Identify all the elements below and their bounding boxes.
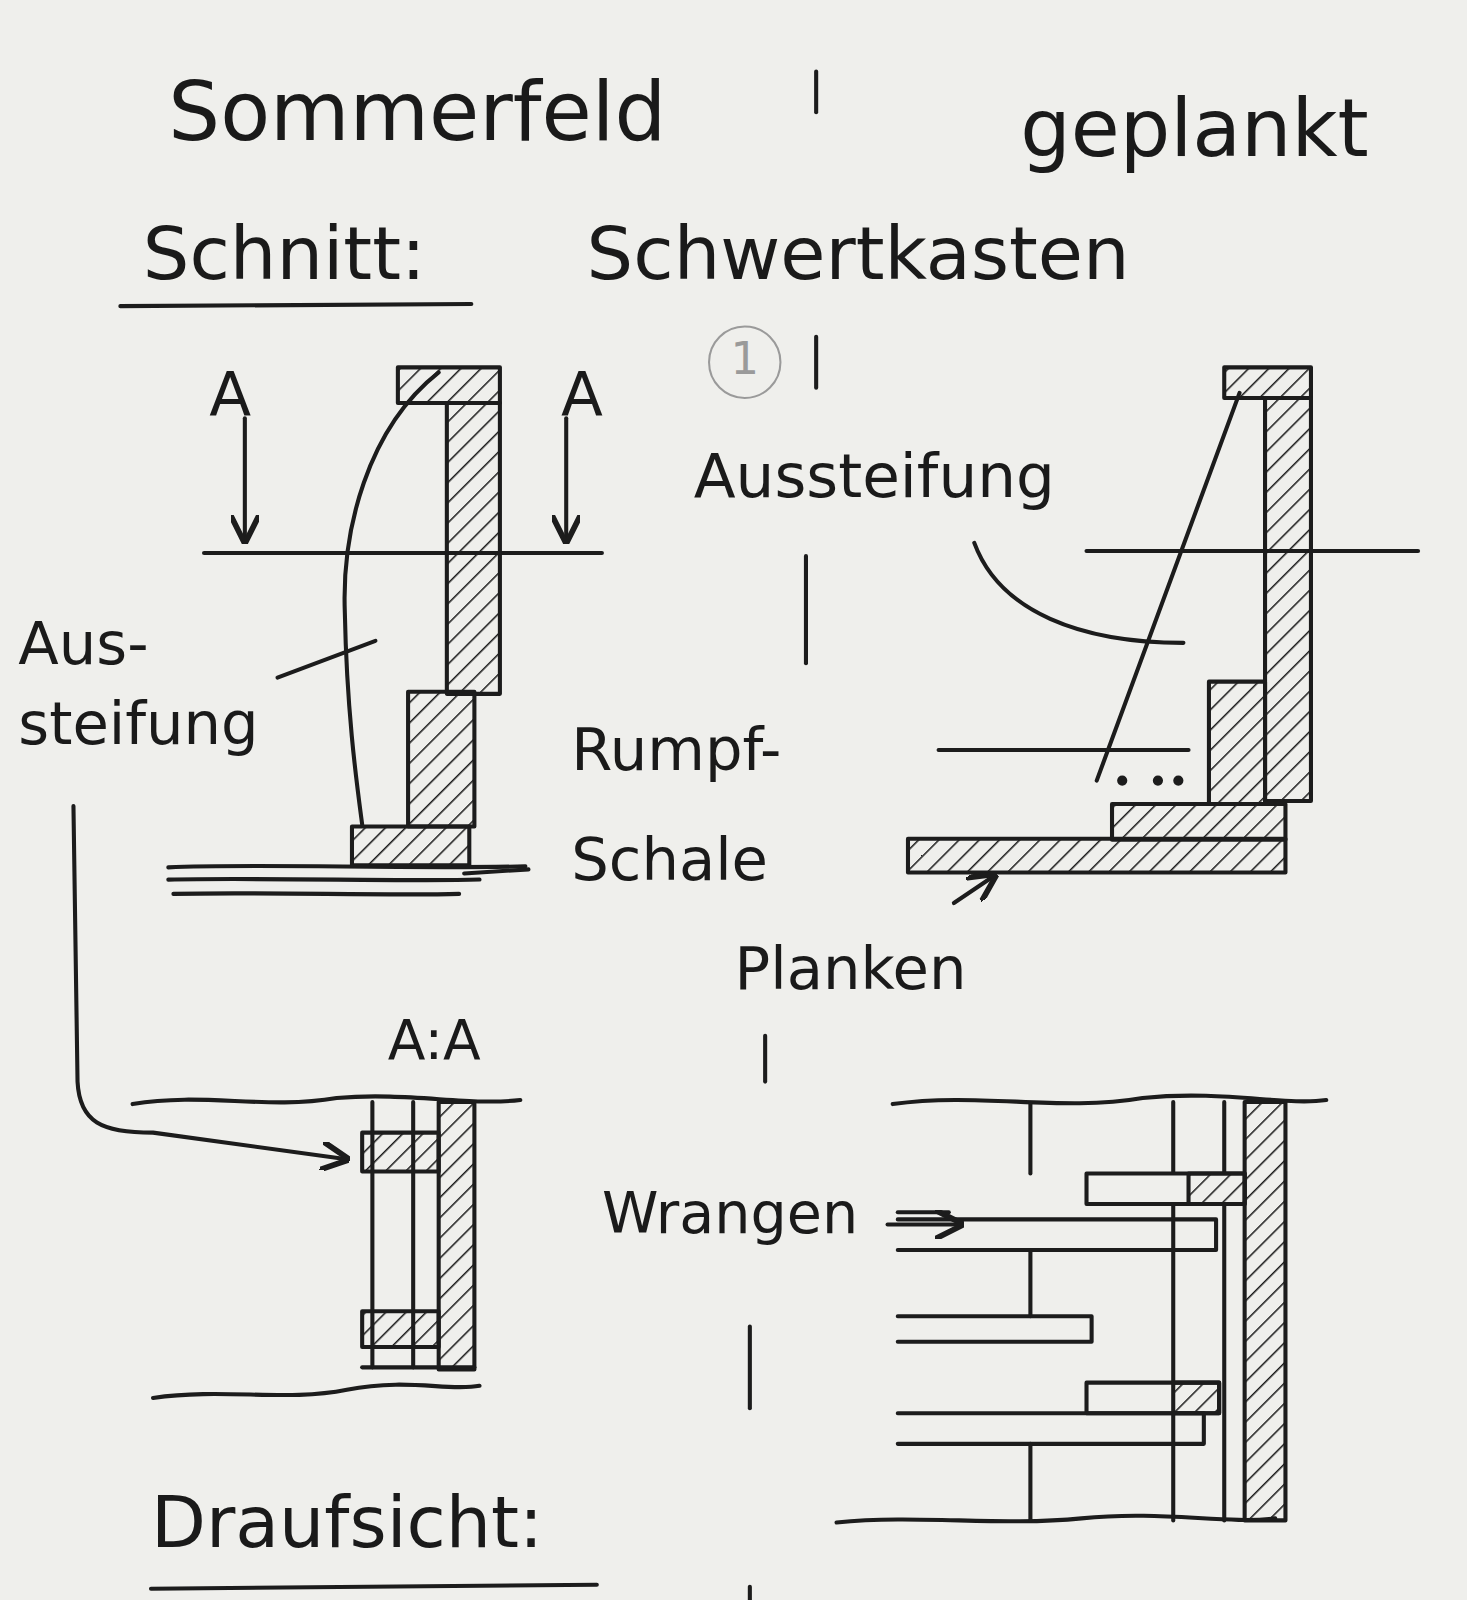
- part-label: Wrangen: [602, 1179, 858, 1248]
- underline: [120, 304, 471, 306]
- callout-number: 1: [709, 333, 780, 387]
- section-heading: Schwertkasten: [587, 209, 1130, 297]
- view-heading: Draufsicht:: [151, 1480, 543, 1566]
- section-marker: A: [561, 357, 603, 430]
- part-label: Aussteifung: [694, 439, 1055, 512]
- underline: [151, 1585, 597, 1589]
- part-label: Planken: [735, 934, 967, 1005]
- part-label: Aus- steifung: [18, 604, 324, 764]
- heading-text: geplankt: [1020, 82, 1369, 178]
- plan-right: [837, 1096, 1327, 1523]
- section-marker: A:A: [388, 1008, 481, 1074]
- section-marker: A: [209, 357, 251, 430]
- section-left: [73, 367, 601, 1159]
- section-heading: Schnitt:: [143, 209, 426, 297]
- callout-circle: [709, 327, 780, 398]
- heading-text: Sommerfeld: [168, 63, 666, 161]
- plan-left: [133, 1096, 521, 1398]
- part-label: Rumpf- Schale: [571, 696, 846, 915]
